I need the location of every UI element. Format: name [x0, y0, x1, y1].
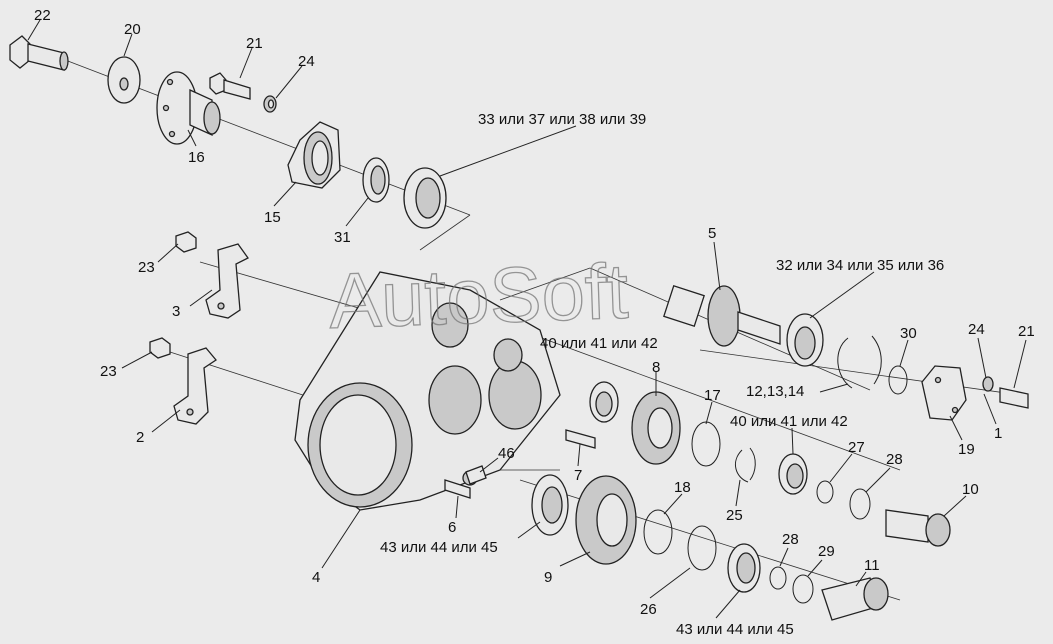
label-40-upper: 40 или 41 или 42 — [540, 335, 658, 352]
bolts-46-6-7 — [444, 429, 596, 499]
bolt-21-top — [209, 72, 251, 100]
ring-29 — [792, 574, 814, 604]
label-28-upper: 28 — [886, 451, 903, 468]
seal-31 — [362, 157, 390, 203]
ring-18 — [643, 509, 673, 555]
ring-17 — [691, 421, 721, 467]
label-5: 5 — [708, 225, 716, 242]
label-2: 2 — [136, 429, 144, 446]
label-16: 16 — [188, 149, 205, 166]
label-22: 22 — [34, 7, 51, 24]
piston-11 — [821, 577, 889, 621]
label-3: 3 — [172, 303, 180, 320]
housing-4 — [294, 271, 561, 511]
label-19: 19 — [958, 441, 975, 458]
label-15: 15 — [264, 209, 281, 226]
label-18: 18 — [674, 479, 691, 496]
label-27: 27 — [848, 439, 865, 456]
label-17: 17 — [704, 387, 721, 404]
label-12-13-14: 12,13,14 — [746, 383, 804, 400]
label-21-right: 21 — [1018, 323, 1035, 340]
label-28-lower: 28 — [782, 531, 799, 548]
circlip-25 — [734, 447, 756, 483]
seal-33 — [403, 167, 447, 229]
watermark: AutoSoft — [328, 247, 630, 345]
label-1: 1 — [994, 425, 1002, 442]
label-21-top: 21 — [246, 35, 263, 52]
bearing-40-right — [778, 453, 808, 495]
bearing-43-right — [727, 543, 761, 593]
label-43-right: 43 или 44 или 45 — [676, 621, 794, 638]
label-9: 9 — [544, 569, 552, 586]
washer-24-right — [982, 376, 994, 392]
bearing-32 — [786, 313, 824, 367]
bearing-40-left — [589, 381, 619, 423]
bracket-3 — [175, 231, 249, 319]
label-23-lower: 23 — [100, 363, 117, 380]
label-46: 46 — [498, 445, 515, 462]
gear-9 — [575, 475, 637, 565]
circlip-26 — [687, 525, 717, 571]
ring-28-lower — [769, 566, 787, 590]
ring-28-upper — [849, 488, 871, 520]
label-10: 10 — [962, 481, 979, 498]
cover-15 — [287, 121, 341, 189]
washer-20 — [107, 56, 141, 104]
label-23-upper: 23 — [138, 259, 155, 276]
leader-lines — [27, 19, 1027, 619]
piston-10 — [885, 509, 951, 547]
label-30: 30 — [900, 325, 917, 342]
label-24-right: 24 — [968, 321, 985, 338]
washer-24-top — [263, 95, 277, 113]
label-26: 26 — [640, 601, 657, 618]
rings-12-14 — [837, 335, 882, 389]
label-8: 8 — [652, 359, 660, 376]
label-31: 31 — [334, 229, 351, 246]
gear-8 — [631, 391, 681, 465]
label-43-left: 43 или 44 или 45 — [380, 539, 498, 556]
label-32: 32 или 34 или 35 или 36 — [776, 257, 944, 274]
bearing-43-left — [531, 474, 569, 536]
label-11: 11 — [864, 557, 880, 574]
ring-30 — [888, 365, 908, 395]
ring-27 — [816, 480, 834, 504]
label-7: 7 — [574, 467, 582, 484]
shaft-5 — [663, 285, 781, 347]
label-25: 25 — [726, 507, 743, 524]
flange-16 — [156, 71, 221, 145]
label-4: 4 — [312, 569, 320, 586]
bolt-22 — [9, 35, 69, 71]
callout-labels: 22 20 21 24 16 15 31 33 или 37 или 38 ил… — [34, 7, 1035, 638]
label-29: 29 — [818, 543, 835, 560]
bracket-2 — [149, 337, 217, 425]
bolt-21-right — [999, 387, 1029, 409]
label-24-top: 24 — [298, 53, 315, 70]
cover-19 — [921, 365, 967, 421]
label-33: 33 или 37 или 38 или 39 — [478, 111, 646, 128]
label-40-lower: 40 или 41 или 42 — [730, 413, 848, 430]
label-6: 6 — [448, 519, 456, 536]
label-20: 20 — [124, 21, 141, 38]
